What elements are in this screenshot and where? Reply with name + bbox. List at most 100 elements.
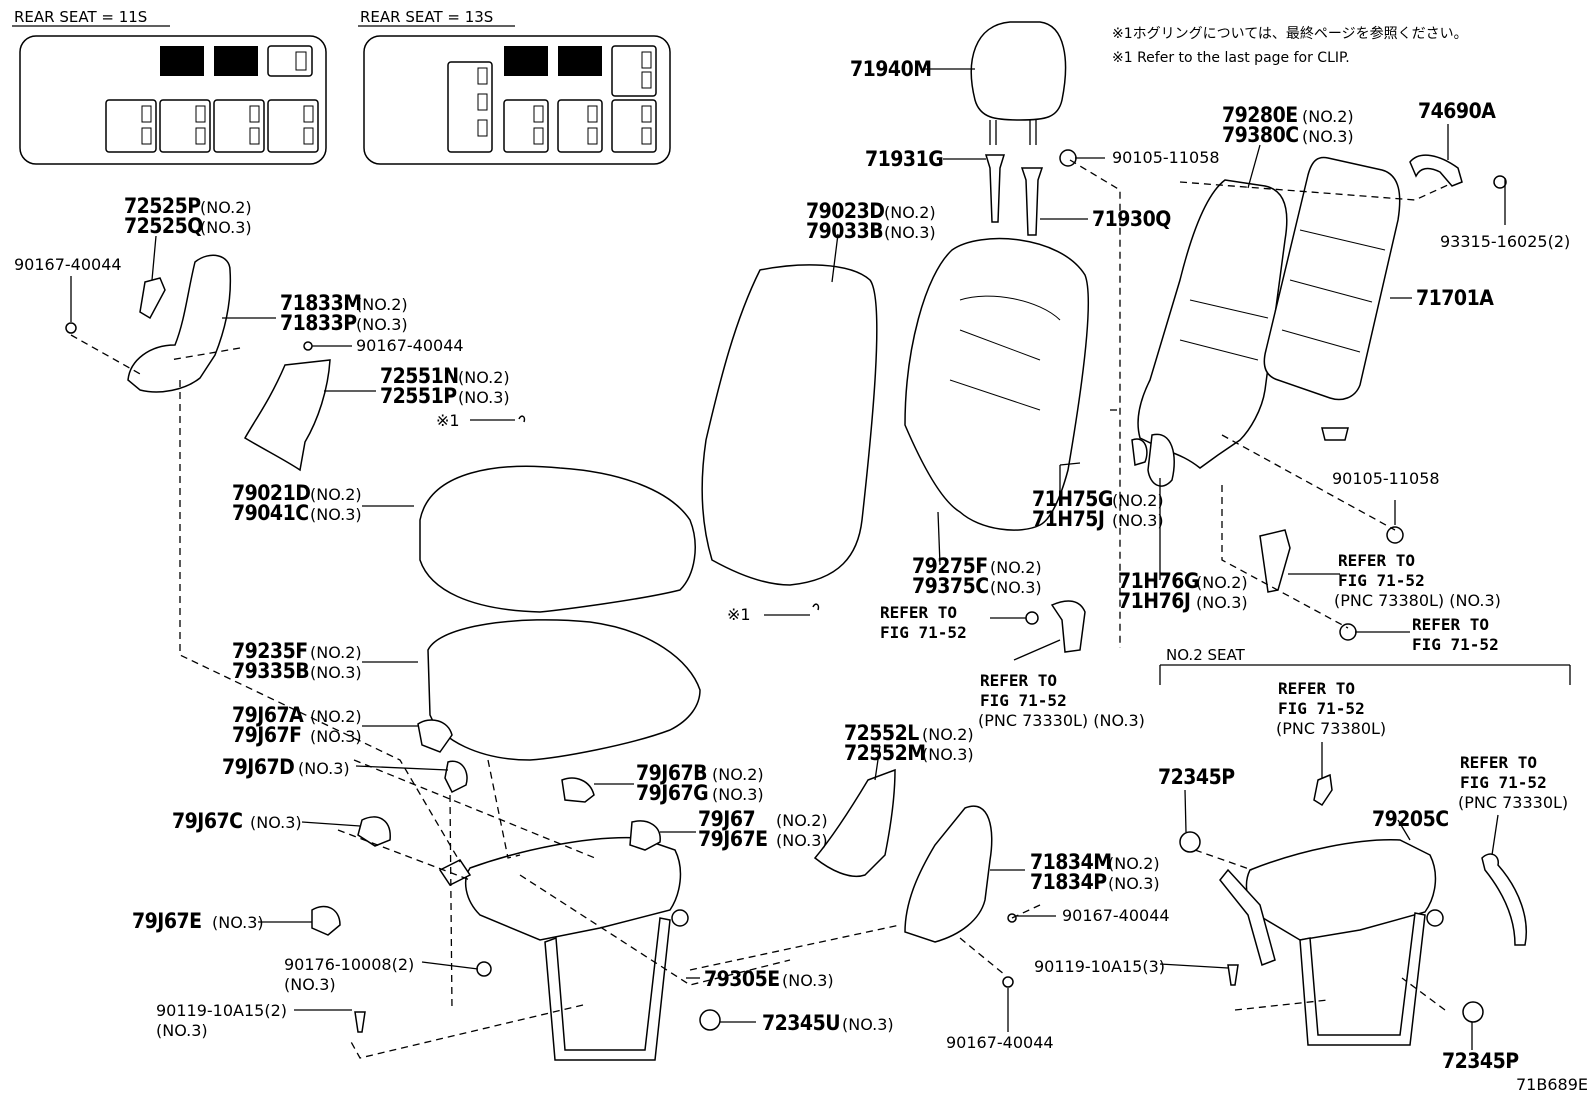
refer-b-3: (PNC 73380L) (NO.3) [1334, 591, 1501, 610]
legend-11s-row2 [105, 99, 319, 153]
refer-e-3: (PNC 73380L) [1276, 719, 1386, 738]
q-79375C: (NO.3) [990, 578, 1042, 597]
label-71H76J: 71H76J [1118, 589, 1190, 613]
q-79380C: (NO.3) [1302, 127, 1354, 146]
refer-e-2: FIG 71-52 [1278, 699, 1365, 718]
label-79J67G: 79J67G [636, 781, 708, 805]
refer-d-1: REFER TO [980, 671, 1057, 690]
seatback-cover-shape [701, 264, 878, 586]
q-71834P: (NO.3) [1108, 874, 1160, 893]
label-79041C: 79041C [232, 501, 309, 525]
label-79305E: 79305E [704, 967, 780, 991]
side-cover-71833-shape [127, 254, 232, 393]
q-72525Q: (NO.3) [200, 218, 252, 237]
q-79280E: (NO.2) [1302, 107, 1354, 126]
q-72552L: (NO.2) [922, 725, 974, 744]
q-79J67E-2: (NO.3) [776, 831, 828, 850]
label-71930Q: 71930Q [1092, 207, 1171, 231]
label-71834M: 71834M [1030, 850, 1112, 874]
q-71H76G: (NO.2) [1196, 573, 1248, 592]
q-71833M: (NO.2) [356, 295, 408, 314]
q-79235F: (NO.2) [310, 643, 362, 662]
side-cover-71834-shape [904, 805, 993, 943]
q-79023D: (NO.2) [884, 203, 936, 222]
refer-f-3: (PNC 73330L) [1458, 793, 1568, 812]
label-90167-40044-a: 90167-40044 [14, 255, 122, 274]
label-79J67E: 79J67E [132, 909, 202, 933]
q-71H75G: (NO.2) [1112, 491, 1164, 510]
label-79280E: 79280E [1222, 103, 1298, 127]
label-90167-40044-b: 90167-40044 [356, 336, 464, 355]
seatback-frame-shape [1137, 179, 1288, 469]
label-79J67F: 79J67F [232, 723, 302, 747]
label-72551P: 72551P [380, 384, 457, 408]
label-71834P: 71834P [1030, 870, 1107, 894]
q-72525P: (NO.2) [200, 198, 252, 217]
label-79J67C: 79J67C [172, 809, 242, 833]
no2-seat-label: NO.2 SEAT [1166, 646, 1246, 664]
label-71701A: 71701A [1416, 286, 1494, 310]
refer-d-2: FIG 71-52 [980, 691, 1067, 710]
label-90119-10A15-b: 90119-10A15(3) [1034, 957, 1165, 976]
label-71H75J: 71H75J [1032, 507, 1104, 531]
refer-f-2: FIG 71-52 [1460, 773, 1547, 792]
label-90167-40044-d: 90167-40044 [946, 1033, 1054, 1052]
dashed-guides [70, 159, 1451, 1059]
q-71H76J: (NO.3) [1196, 593, 1248, 612]
label-74690A: 74690A [1418, 99, 1496, 123]
label-72525Q: 72525Q [124, 214, 203, 238]
q-79J67A: (NO.2) [310, 707, 362, 726]
label-72552L: 72552L [844, 721, 919, 745]
label-71H76G: 71H76G [1118, 569, 1199, 593]
q-72551P: (NO.3) [458, 388, 510, 407]
label-79033B: 79033B [806, 219, 883, 243]
q-71834M: (NO.2) [1108, 854, 1160, 873]
q-72552M: (NO.3) [922, 745, 974, 764]
label-79021D: 79021D [232, 481, 310, 505]
note-en: ※1 Refer to the last page for CLIP. [1112, 50, 1350, 66]
refer-b-1: REFER TO [1338, 551, 1415, 570]
part-labels: 71940M 71931G 71930Q 90105-11058 79280E … [14, 57, 1570, 1073]
q-72345U: (NO.3) [842, 1015, 894, 1034]
mark-1-a: ※1 [436, 411, 460, 430]
label-90105-11058-b: 90105-11058 [1332, 469, 1440, 488]
label-72552M: 72552M [844, 741, 926, 765]
q-79033B: (NO.3) [884, 223, 936, 242]
headrest-guides-shape [984, 154, 1044, 236]
clip-72525-shape [139, 277, 166, 320]
q-79J67E: (NO.3) [212, 913, 264, 932]
refer-f-1: REFER TO [1460, 753, 1537, 772]
note-jp: ※1ホグリングについては、最終ページを参照ください。 [1112, 25, 1468, 42]
q-79021D: (NO.2) [310, 485, 362, 504]
cushion-cover-shape [419, 465, 696, 613]
label-79235F: 79235F [232, 639, 308, 663]
refer-c-2: FIG 71-52 [1412, 635, 1499, 654]
refer-b-2: FIG 71-52 [1338, 571, 1425, 590]
label-79380C: 79380C [1222, 123, 1299, 147]
label-90167-40044-c: 90167-40044 [1062, 906, 1170, 925]
label-79J67A: 79J67A [232, 703, 304, 727]
legend-11s-title: REAR SEAT = 11S [14, 8, 147, 26]
label-79275F: 79275F [912, 554, 988, 578]
label-72345U: 72345U [762, 1011, 840, 1035]
side-cover-72551-shape [243, 359, 331, 472]
label-79J67B: 79J67B [636, 761, 707, 785]
label-72345P-a: 72345P [1158, 765, 1235, 789]
legend-13s: REAR SEAT = 13S [358, 8, 671, 165]
diagram-id: 71B689E [1516, 1075, 1588, 1094]
small-parts-shapes [65, 149, 1527, 1033]
q-79J67B: (NO.2) [712, 765, 764, 784]
label-71H75G: 71H75G [1032, 487, 1113, 511]
q-72551N: (NO.2) [458, 368, 510, 387]
label-79335B: 79335B [232, 659, 309, 683]
side-cover-72552-shape [813, 768, 896, 877]
label-90119-10A15-a: 90119-10A15(2) [156, 1001, 287, 1020]
leader-lines [70, 68, 1571, 1050]
q-79041C: (NO.3) [310, 505, 362, 524]
label-79J67E-2: 79J67E [698, 827, 768, 851]
q-90119a: (NO.3) [156, 1021, 208, 1040]
legend-13s-title: REAR SEAT = 13S [360, 8, 493, 26]
label-93315-16025: 93315-16025(2) [1440, 232, 1570, 251]
